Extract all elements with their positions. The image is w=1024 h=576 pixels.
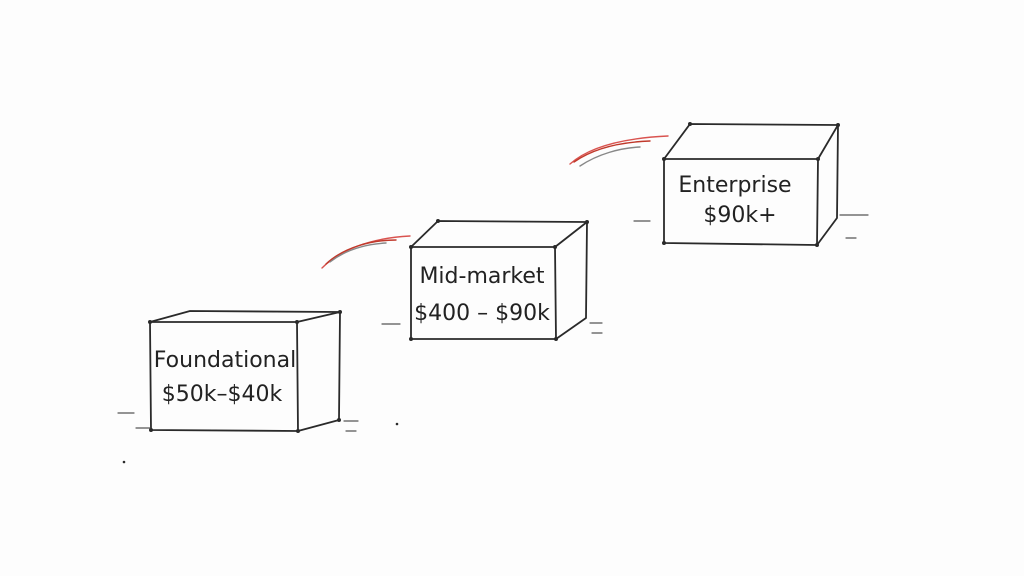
- corner-dot: [816, 157, 820, 161]
- enterprise-title: Enterprise: [678, 173, 791, 198]
- corner-dot: [149, 428, 153, 432]
- arrow-stroke: [569, 135, 669, 165]
- corner-dot: [585, 220, 589, 224]
- corner-dot: [409, 337, 413, 341]
- corner-dot: [554, 337, 558, 341]
- arrow-stroke: [325, 239, 397, 265]
- tier-box-enterprise: Enterprise $90k+: [633, 122, 869, 247]
- enterprise-front-face: [663, 158, 819, 246]
- foundational-right-face: [297, 311, 341, 432]
- foundational-front-face: [149, 321, 299, 432]
- corner-dot: [296, 429, 300, 433]
- midmarket-title: Mid-market: [419, 264, 544, 289]
- corner-dot: [815, 243, 819, 247]
- arrow-midmarket-to-enterprise: [569, 135, 669, 167]
- stray-dot: [122, 460, 126, 464]
- midmarket-right-face: [555, 221, 588, 340]
- tier-box-midmarket: Mid-market $400 – $90k: [381, 219, 603, 341]
- corner-dot: [409, 245, 413, 249]
- corner-dot: [337, 418, 341, 422]
- corner-dot: [662, 241, 666, 245]
- enterprise-right-face: [816, 124, 839, 246]
- arrow-stroke: [321, 235, 411, 269]
- corner-dot: [836, 123, 840, 127]
- arrow-foundational-to-midmarket: [321, 235, 411, 269]
- arrow-stroke: [329, 242, 387, 263]
- arrow-stroke: [573, 140, 651, 163]
- enterprise-top-face: [663, 123, 839, 160]
- corner-dot: [436, 219, 440, 223]
- foundational-top-face: [149, 310, 341, 323]
- tier-box-foundational: Foundational $50k–$40k: [117, 310, 359, 433]
- corner-dot: [295, 320, 299, 324]
- corner-dot: [338, 310, 342, 314]
- corner-dot: [553, 245, 557, 249]
- corner-dot: [688, 122, 692, 126]
- arrow-stroke: [579, 146, 641, 167]
- corner-dot: [148, 320, 152, 324]
- midmarket-top-face: [410, 220, 588, 248]
- foundational-price: $50k–$40k: [162, 382, 283, 407]
- enterprise-price: $90k+: [703, 203, 776, 228]
- corner-dot: [662, 157, 666, 161]
- foundational-title: Foundational: [154, 348, 296, 373]
- midmarket-price: $400 – $90k: [414, 301, 550, 326]
- stray-dot: [395, 422, 399, 426]
